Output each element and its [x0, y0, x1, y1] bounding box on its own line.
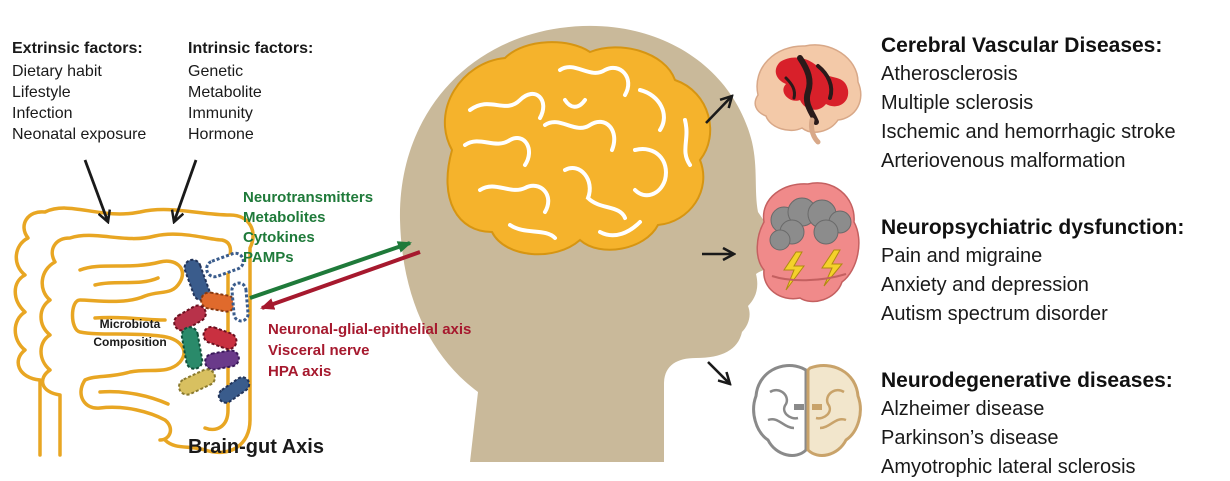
- neuropsychiatric-brain-icon: [757, 183, 859, 302]
- pathway-item: Neuronal-glial-epithelial axis: [268, 321, 471, 338]
- disease-item: Alzheimer disease: [881, 398, 1044, 420]
- signal-item: PAMPs: [243, 249, 294, 266]
- bacterium-icon: [204, 251, 245, 279]
- pathway-item: HPA axis: [268, 363, 331, 380]
- extrinsic-factor-item: Dietary habit: [12, 63, 102, 80]
- bacterium-icon: [176, 367, 217, 398]
- outcome-arrow-neurodegenerative: [708, 362, 730, 384]
- disease-category-title: Neuropsychiatric dysfunction:: [881, 216, 1184, 239]
- signal-item: Cytokines: [243, 229, 315, 246]
- signal-item: Neurotransmitters: [243, 189, 373, 206]
- disease-item: Autism spectrum disorder: [881, 303, 1108, 325]
- intrinsic-factor-item: Hormone: [188, 126, 254, 143]
- intrinsic-factor-item: Metabolite: [188, 84, 262, 101]
- disease-item: Pain and migraine: [881, 245, 1042, 267]
- disease-item: Arteriovenous malformation: [881, 150, 1126, 172]
- disease-category-title: Neurodegenerative diseases:: [881, 369, 1173, 392]
- microbiota-label: Microbiota: [100, 317, 161, 331]
- disease-category-title: Cerebral Vascular Diseases:: [881, 34, 1162, 57]
- neuropsychiatric-dysfunction: Neuropsychiatric dysfunction: Pain and m…: [881, 216, 1184, 325]
- signal-item: Metabolites: [243, 209, 326, 226]
- extrinsic-factors-title: Extrinsic factors:: [12, 40, 143, 57]
- disease-item: Atherosclerosis: [881, 63, 1018, 85]
- bacterium-icon: [180, 326, 203, 370]
- vascular-brain-icon: [755, 45, 861, 142]
- composition-label: Composition: [93, 335, 166, 349]
- disease-item: Parkinson’s disease: [881, 427, 1059, 449]
- gut-to-brain-signals: Neurotransmitters Metabolites Cytokines …: [243, 189, 373, 266]
- neurodegenerative-brain-icon: [754, 366, 861, 456]
- intrinsic-factor-item: Immunity: [188, 105, 253, 122]
- neurodegenerative-diseases: Neurodegenerative diseases: Alzheimer di…: [881, 369, 1173, 478]
- extrinsic-factors: Extrinsic factors: Dietary habit Lifesty…: [12, 40, 146, 143]
- cerebral-vascular-diseases: Cerebral Vascular Diseases: Atherosclero…: [881, 34, 1176, 172]
- disease-item: Anxiety and depression: [881, 274, 1089, 296]
- axis-title: Brain-gut Axis: [188, 436, 324, 458]
- intrinsic-factors-title: Intrinsic factors:: [188, 40, 313, 57]
- disease-item: Ischemic and hemorrhagic stroke: [881, 121, 1176, 143]
- bacterium-icon: [204, 349, 240, 371]
- extrinsic-factor-item: Lifestyle: [12, 84, 71, 101]
- intrinsic-factors: Intrinsic factors: Genetic Metabolite Im…: [188, 40, 313, 143]
- brain-icon: [445, 42, 710, 254]
- extrinsic-factor-item: Neonatal exposure: [12, 126, 146, 143]
- bacterium-icon: [216, 375, 252, 406]
- bacterium-icon: [201, 325, 238, 352]
- bacterium-icon: [231, 282, 248, 321]
- pathway-item: Visceral nerve: [268, 342, 369, 359]
- intrinsic-factor-item: Genetic: [188, 63, 243, 80]
- extrinsic-factor-item: Infection: [12, 105, 72, 122]
- disease-item: Multiple sclerosis: [881, 92, 1033, 114]
- disease-item: Amyotrophic lateral sclerosis: [881, 456, 1136, 478]
